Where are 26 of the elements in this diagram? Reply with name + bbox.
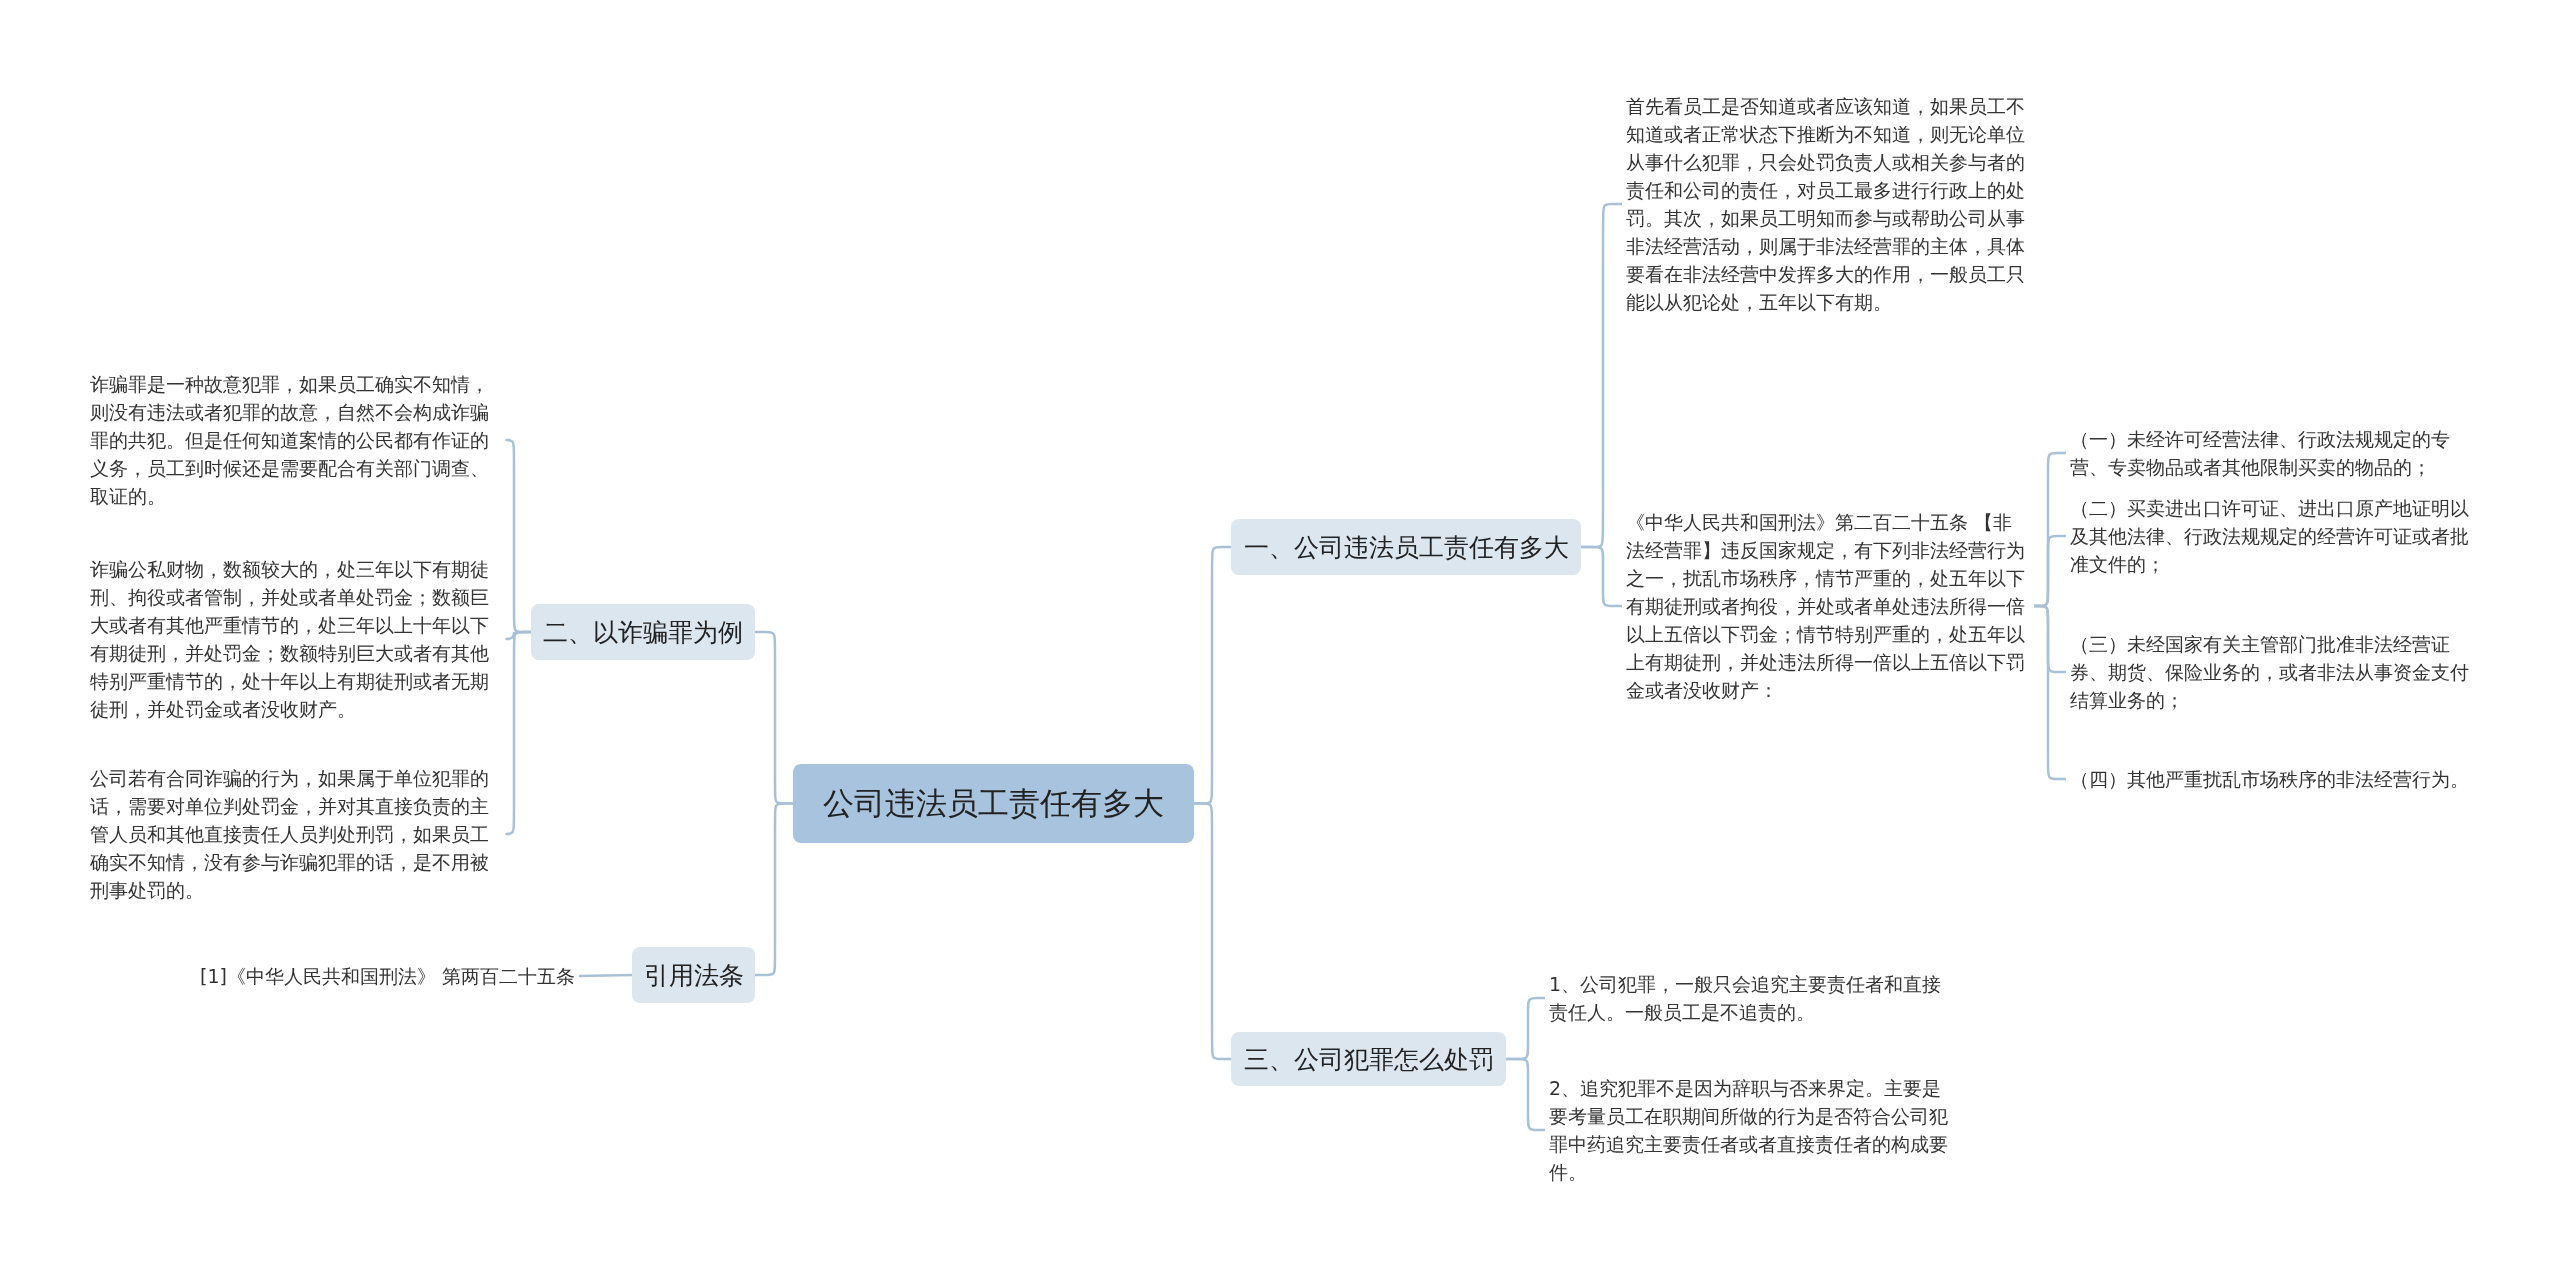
note-text: 公司若有合同诈骗的行为，如果属于单位犯罪的话，需要对单位判处罚金，并对其直接负责的主管人员和其他直接责任人员判处刑罚，如果员工确实不知情，没有参与诈骗犯罪的话，是不用被刑事处罚的。 bbox=[90, 766, 490, 903]
topic-box bbox=[632, 947, 755, 1003]
topic-label: 引用法条 bbox=[643, 959, 744, 992]
note-text: （二）买卖进出口许可证、进出口原产地证明以及其他法律、行政法规规定的经营许可证或者批准文件的； bbox=[2070, 496, 2470, 577]
note-text: 诈骗公私财物，数额较大的，处三年以下有期徒刑、拘役或者管制，并处或者单处罚金；数额巨大或者有其他严重情节的，处三年以上十年以下有期徒刑，并处罚金；数额特别巨大或者有其他特别严重情节的，处十年以上有期徒刑或者无期徒刑，并处罚金或者没收财产。 bbox=[90, 557, 490, 722]
topic-label: 公司违法员工责任有多大 bbox=[823, 783, 1164, 823]
topic-box bbox=[531, 604, 755, 660]
note-text: 首先看员工是否知道或者应该知道，如果员工不知道或者正常状态下推断为不知道，则无论单位从事什么犯罪，只会处罚负责人或相关参与者的责任和公司的责任，对员工最多进行行政上的处罚。其次，如果员工明知而参与或帮助公司从事非法经营活动，则属于非法经营罪的主体，具体要看在非法经营中发挥多大的作用，一般员工只能以从犯论处，五年以下有期。 bbox=[1626, 94, 2026, 315]
note-text: （三）未经国家有关主管部门批准非法经营证券、期货、保险业务的，或者非法从事资金支付结算业务的； bbox=[2070, 632, 2470, 713]
central-topic bbox=[793, 764, 1194, 843]
note-text: （四）其他严重扰乱市场秩序的非法经营行为。 bbox=[2070, 767, 2470, 792]
note-text: 2、追究犯罪不是因为辞职与否来界定。主要是要考量员工在职期间所做的行为是否符合公司犯罪中药追究主要责任者或者直接责任者的构成要件。 bbox=[1549, 1076, 1949, 1185]
topic-label: 二、以诈骗罪为例 bbox=[543, 616, 743, 649]
note-text: 《中华人民共和国刑法》第二百二十五条 【非法经营罪】违反国家规定，有下列非法经营行为之一，扰乱市场秩序，情节严重的，处五年以下有期徒刑或者拘役，并处或者单处违法所得一倍以上五倍以下罚金；情节特别严重的，处五年以上有期徒刑，并处违法所得一倍以上五倍以下罚金或者没收财产： bbox=[1626, 510, 2026, 703]
topic-box bbox=[1231, 1032, 1506, 1086]
note-text: 诈骗罪是一种故意犯罪，如果员工确实不知情，则没有违法或者犯罪的故意，自然不会构成诈骗罪的共犯。但是任何知道案情的公民都有作证的义务，员工到时候还是需要配合有关部门调查、取证的。 bbox=[90, 372, 490, 509]
connector-line bbox=[755, 802, 793, 977]
connector-line bbox=[1194, 802, 1231, 1061]
note-text: 1、公司犯罪，一般只会追究主要责任者和直接责任人。一般员工是不追责的。 bbox=[1549, 972, 1943, 1025]
connector-line bbox=[578, 973, 633, 978]
topic-box bbox=[1231, 519, 1581, 575]
note-text: [1]《中华人民共和国刑法》 第两百二十五条 bbox=[200, 964, 575, 989]
connector-line bbox=[505, 630, 532, 836]
topic-label: 一、公司违法员工责任有多大 bbox=[1243, 531, 1569, 564]
note-text: （一）未经许可经营法律、行政法规规定的专营、专卖物品或者其他限制买卖的物品的； bbox=[2070, 427, 2451, 480]
topic-label: 三、公司犯罪怎么处罚 bbox=[1243, 1043, 1494, 1076]
